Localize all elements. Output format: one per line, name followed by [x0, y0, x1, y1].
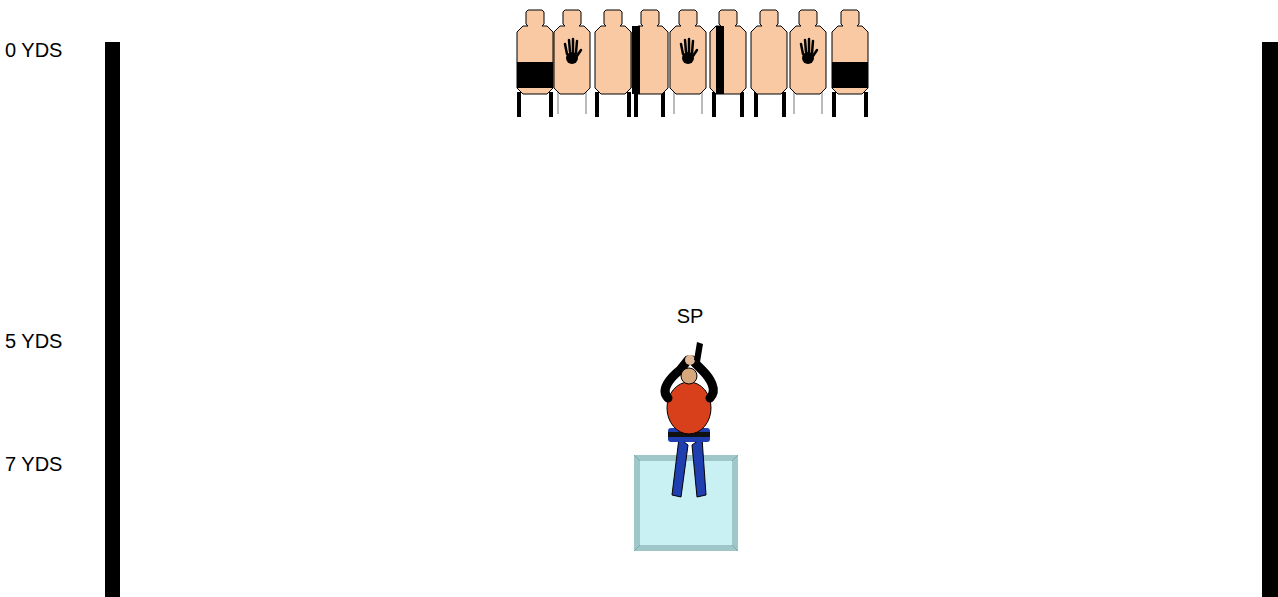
shooter-figure — [665, 342, 713, 497]
start-position-label: SP — [677, 306, 704, 326]
target-stands — [517, 92, 868, 117]
distance-label: 7 YDS — [5, 454, 62, 474]
range-wall — [1262, 42, 1278, 597]
range-wall — [105, 42, 120, 597]
distance-label: 0 YDS — [5, 40, 62, 60]
target-row — [517, 10, 868, 94]
distance-label: 5 YDS — [5, 331, 62, 351]
shooting-box — [634, 455, 738, 551]
